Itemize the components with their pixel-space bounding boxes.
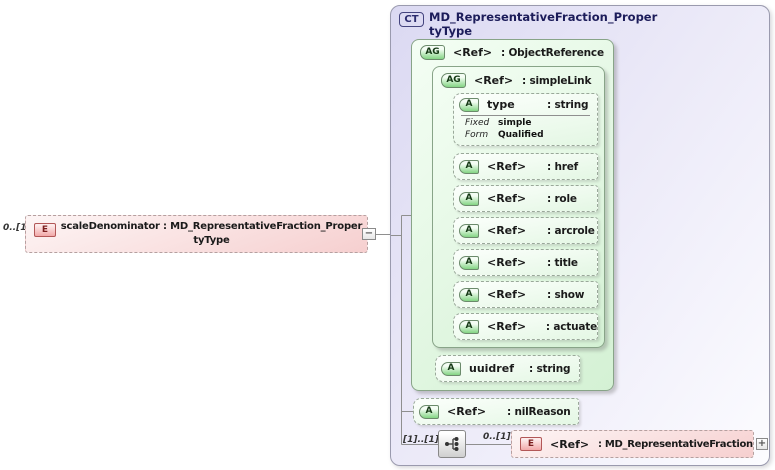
complex-type-box[interactable]: CT MD_RepresentativeFraction_Proper tyTy… [390, 5, 770, 466]
attribute-type: : string [547, 98, 589, 111]
attribute-name: <Ref> [487, 224, 527, 237]
attribute-row-uuidref[interactable]: A uuidref : string [435, 355, 580, 382]
attribute-name: type [487, 98, 515, 111]
attribute-name: <Ref> [487, 192, 527, 205]
attribute-name: <Ref> [487, 320, 527, 333]
attribute-group-ref: <Ref> [453, 46, 493, 59]
element-icon: E [34, 223, 56, 237]
element-ref: <Ref> [550, 437, 590, 451]
attribute-group-icon: AG [420, 45, 445, 60]
attribute-name: <Ref> [487, 160, 527, 173]
attribute-name: <Ref> [487, 288, 527, 301]
attribute-row-actuate[interactable]: A <Ref> : actuate [453, 313, 598, 340]
element-label: scaleDenominator : MD_RepresentativeFrac… [60, 220, 363, 248]
sequence-icon[interactable] [438, 430, 466, 458]
element-type: : MD_RepresentativeFraction [598, 438, 753, 450]
attribute-group-icon: AG [441, 73, 466, 88]
attribute-type: : string [529, 362, 571, 375]
attribute-type: : actuate [545, 320, 597, 333]
attribute-group-type: : ObjectReference [501, 46, 604, 59]
attribute-row-arcrole[interactable]: A <Ref> : arcrole [453, 217, 598, 244]
facet-form: Form Qualified [454, 130, 597, 140]
attribute-type: : arcrole [547, 224, 595, 237]
attribute-icon: A [441, 361, 461, 376]
sequence-occurrence-label: [1]..[1] [403, 435, 439, 445]
attribute-icon: A [459, 191, 479, 206]
collapse-button[interactable]: − [362, 228, 376, 240]
complex-type-title: MD_RepresentativeFraction_Proper tyType [429, 10, 657, 38]
attribute-row-show[interactable]: A <Ref> : show [453, 281, 598, 308]
sequence-glyph [445, 437, 459, 451]
attribute-group-type: : simpleLink [522, 74, 592, 87]
child-occurrence-label: 0..[1] [483, 432, 511, 442]
facet-fixed: Fixed simple [454, 118, 597, 128]
facet-value: Qualified [498, 130, 544, 140]
attribute-group-objectreference[interactable]: AG <Ref> : ObjectReference AG <Ref> : si… [411, 39, 614, 391]
facet-value: simple [498, 118, 532, 128]
element-label-line1: scaleDenominator : MD_RepresentativeFrac… [60, 221, 363, 232]
element-label-line2: tyType [193, 235, 230, 246]
complex-type-title-line1: MD_RepresentativeFraction_Proper [429, 10, 658, 24]
element-md-representativefraction[interactable]: E <Ref> : MD_RepresentativeFraction [511, 430, 754, 458]
attribute-row-nilreason[interactable]: A <Ref> : nilReason [413, 398, 579, 425]
attribute-name: <Ref> [487, 256, 527, 269]
complex-type-title-line2: tyType [429, 24, 473, 38]
attribute-group-simplelink[interactable]: AG <Ref> : simpleLink A type : string Fi… [432, 66, 605, 348]
source-occurrence-label: 0..[1] [3, 223, 31, 233]
facet-label: Form [465, 130, 489, 140]
attribute-name: uuidref [469, 362, 514, 375]
element-icon: E [520, 437, 542, 451]
attribute-row-role[interactable]: A <Ref> : role [453, 185, 598, 212]
attribute-icon: A [459, 287, 479, 302]
attribute-icon: A [459, 223, 479, 238]
attribute-icon: A [419, 404, 439, 419]
facet-label: Fixed [465, 118, 490, 128]
attribute-row-href[interactable]: A <Ref> : href [453, 153, 598, 180]
attribute-type: : title [547, 256, 578, 269]
attribute-row-title[interactable]: A <Ref> : title [453, 249, 598, 276]
complex-type-icon: CT [399, 12, 424, 27]
attribute-row-type[interactable]: A type : string Fixed simple Form Qualif… [453, 93, 598, 146]
attribute-icon: A [459, 159, 479, 174]
attribute-group-ref: <Ref> [474, 74, 514, 87]
attribute-icon: A [459, 319, 479, 334]
attribute-type: : role [547, 192, 577, 205]
attribute-icon: A [459, 255, 479, 270]
attribute-icon: A [459, 97, 479, 112]
attribute-name: <Ref> [447, 405, 487, 418]
facet-separator [461, 115, 590, 116]
attribute-type: : show [547, 288, 585, 301]
expand-button[interactable]: + [756, 438, 768, 450]
element-scaledenominator[interactable]: E scaleDenominator : MD_RepresentativeFr… [25, 215, 368, 253]
connector-line [375, 234, 391, 235]
attribute-type: : href [547, 160, 578, 173]
attribute-type: : nilReason [507, 405, 571, 418]
